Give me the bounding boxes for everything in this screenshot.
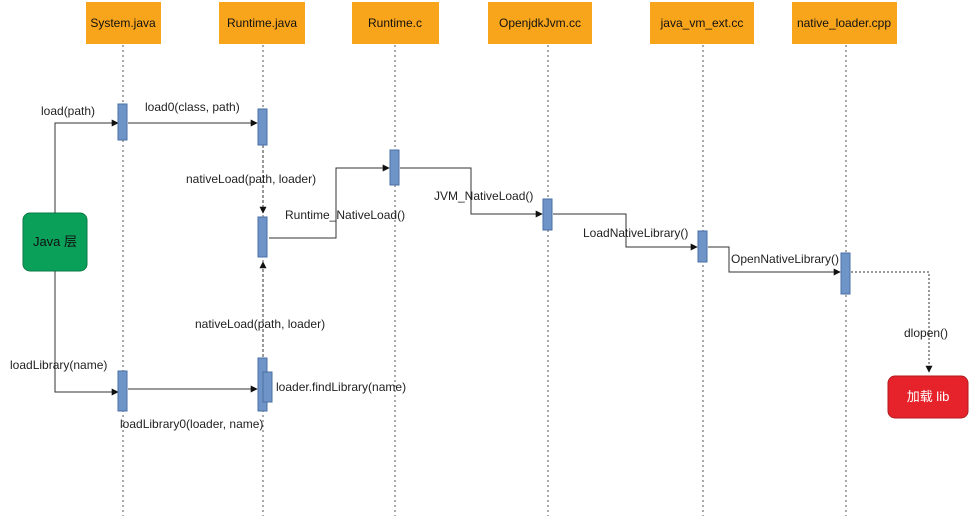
connectors — [54, 119, 933, 396]
activation-runtime-load0 — [257, 108, 268, 146]
msg-native-load-1: nativeLoad(path, loader) — [186, 172, 316, 186]
header-native-loader-cpp — [792, 2, 897, 44]
activation-native-loader — [840, 252, 851, 295]
msg-load-path: load(path) — [41, 104, 95, 118]
header-system-java — [86, 2, 161, 44]
message-labels: load(path) load0(class, path) nativeLoad… — [10, 100, 948, 431]
edge-runtime-native-load — [269, 164, 390, 239]
activation-runtime-nativeload — [257, 216, 268, 258]
msg-open-native-library: OpenNativeLibrary() — [731, 252, 839, 266]
activations — [117, 103, 851, 412]
header-java-vm-ext-cc — [650, 2, 754, 44]
msg-load-library0: loadLibrary0(loader, name) — [120, 417, 263, 431]
lifelines — [122, 45, 847, 516]
edge-jvm-native-load — [400, 167, 543, 218]
edge-dlopen — [851, 271, 933, 373]
header-label-java-vm-ext-cc: java_vm_ext.cc — [660, 16, 744, 30]
activation-runtime-findlibrary — [262, 371, 273, 403]
msg-dlopen: dlopen() — [904, 326, 948, 340]
lifeline-headers: System.java Runtime.java Runtime.c Openj… — [86, 2, 897, 44]
java-layer-node: Java 层 — [22, 212, 88, 272]
header-label-native-loader-cpp: native_loader.cpp — [797, 16, 891, 30]
header-label-openjdkjvm-cc: OpenjdkJvm.cc — [499, 16, 581, 30]
edge-load-path — [54, 119, 119, 213]
msg-native-load-2: nativeLoad(path, loader) — [195, 317, 325, 331]
msg-find-library: loader.findLibrary(name) — [276, 380, 406, 394]
msg-runtime-native-load: Runtime_NativeLoad() — [285, 208, 405, 222]
msg-load-native-library: LoadNativeLibrary() — [583, 226, 688, 240]
activation-system-loadlibrary — [117, 370, 128, 412]
msg-load-library-name: loadLibrary(name) — [10, 358, 107, 372]
header-label-system-java: System.java — [90, 16, 156, 30]
activation-java-vm-ext — [697, 230, 708, 263]
load-lib-node: 加载 lib — [887, 375, 969, 419]
msg-jvm-native-load: JVM_NativeLoad() — [434, 189, 533, 203]
activation-system-load — [117, 103, 128, 141]
header-label-runtime-java: Runtime.java — [227, 16, 297, 30]
edge-load-library — [54, 271, 119, 396]
header-runtime-c — [352, 2, 439, 44]
msg-load0: load0(class, path) — [145, 100, 240, 114]
activation-openjdkjvm — [542, 198, 553, 231]
activation-runtime-c — [389, 149, 400, 186]
header-runtime-java — [219, 2, 305, 44]
header-openjdkjvm-cc — [488, 2, 592, 44]
header-label-runtime-c: Runtime.c — [368, 16, 422, 30]
edge-open-native-library — [708, 246, 841, 276]
load-lib-label: 加载 lib — [907, 389, 950, 404]
java-layer-label: Java 层 — [33, 234, 77, 249]
edge-load-native-library — [553, 213, 698, 251]
